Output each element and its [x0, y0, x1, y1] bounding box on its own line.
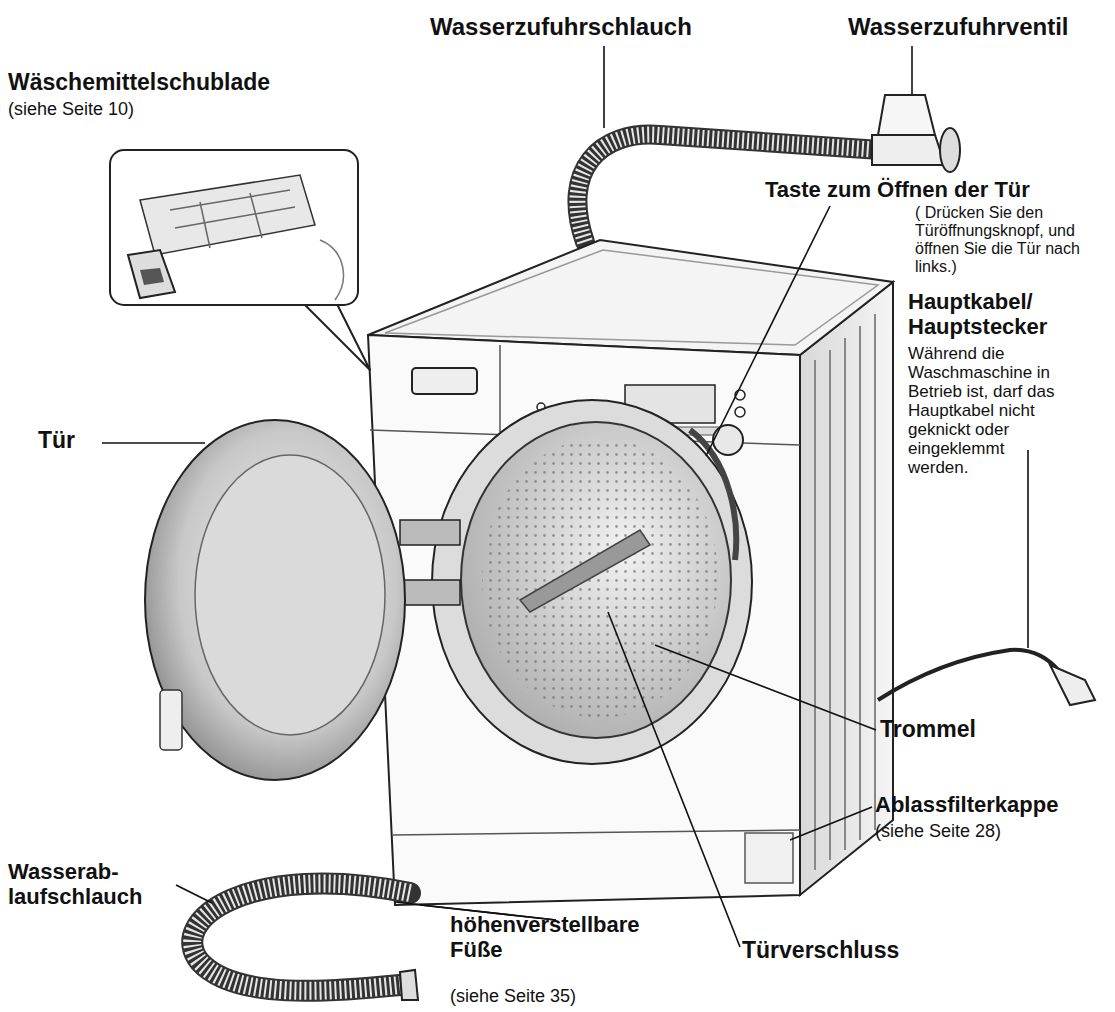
part-label: Trommel	[880, 717, 976, 743]
page-reference: (siehe Seite 28)	[875, 821, 1001, 841]
part-label: Wasserzufuhrschlauch	[430, 14, 692, 41]
part-label: Ablassfilterkappe	[875, 793, 1058, 818]
part-label: Wasserab- laufschlauch	[8, 860, 143, 909]
usage-note: ( Drücken Sie den Türöffnungsknopf, und …	[915, 204, 1095, 276]
part-label: Tür	[38, 428, 75, 454]
part-label: Türverschluss	[742, 938, 899, 964]
part-label: Wasserzufuhrventil	[848, 14, 1069, 41]
part-label: Hauptkabel/ Hauptstecker	[908, 290, 1058, 339]
part-label: Wäschemittelschublade	[8, 70, 270, 96]
safety-note: Während die Waschmaschine in Betrieb ist…	[908, 344, 1066, 477]
page-reference: (siehe Seite 10)	[8, 99, 134, 119]
part-label: höhenverstellbare Füße	[450, 913, 655, 962]
part-label: Taste zum Öffnen der Tür	[765, 178, 1030, 203]
page-reference: (siehe Seite 35)	[450, 986, 576, 1006]
